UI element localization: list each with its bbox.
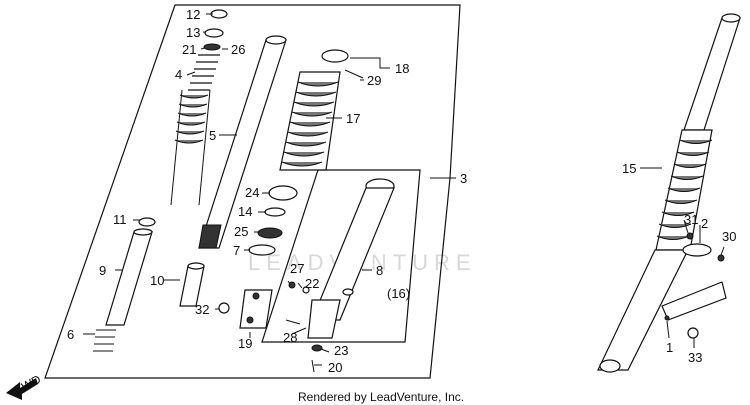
seal-stack — [248, 185, 298, 256]
label-18: 18 — [395, 61, 409, 76]
label-16: (16) — [387, 286, 410, 301]
label-25: 25 — [234, 224, 248, 239]
fwd-label: FWD — [12, 372, 43, 397]
assembled-fork — [597, 13, 741, 373]
fwd-arrow-icon: FWD — [6, 372, 43, 400]
fork-slider — [307, 178, 395, 339]
label-26: 26 — [231, 42, 245, 57]
label-7: 7 — [233, 243, 240, 258]
fork-tube — [198, 35, 287, 249]
label-30: 30 — [722, 229, 736, 244]
label-19: 19 — [238, 336, 252, 351]
label-22: 22 — [305, 276, 319, 291]
leader-lines — [83, 13, 725, 366]
inner-frame — [261, 169, 421, 343]
label-1: 1 — [666, 340, 673, 355]
label-3: 3 — [460, 171, 467, 186]
label-31: 31 — [684, 212, 698, 227]
label-12: 12 — [186, 7, 200, 22]
label-20: 20 — [328, 360, 342, 375]
label-8: 8 — [376, 263, 383, 278]
label-24: 24 — [245, 185, 259, 200]
label-32: 32 — [195, 302, 209, 317]
label-2: 2 — [701, 216, 708, 231]
dust-boot — [279, 71, 341, 171]
label-11: 11 — [113, 212, 127, 227]
label-17: 17 — [346, 111, 360, 126]
label-6: 6 — [67, 327, 74, 342]
label-21: 21 — [182, 42, 196, 57]
small-hardware — [285, 281, 323, 373]
label-28: 28 — [283, 330, 297, 345]
label-33: 33 — [688, 350, 702, 365]
label-14: 14 — [238, 204, 252, 219]
label-13: 13 — [186, 25, 200, 40]
label-9: 9 — [99, 263, 106, 278]
spacer-tube — [179, 262, 205, 307]
damper-rod — [93, 217, 156, 352]
label-4: 4 — [175, 67, 182, 82]
label-10: 10 — [150, 273, 164, 288]
boot-clamp — [321, 49, 364, 79]
part-labels: 12 13 21 26 4 5 3 18 29 17 24 14 25 7 11… — [67, 7, 736, 375]
label-29: 29 — [367, 73, 381, 88]
label-23: 23 — [334, 343, 348, 358]
label-5: 5 — [209, 128, 216, 143]
caption: Rendered by LeadVenture, Inc. — [298, 390, 464, 404]
axle-holder — [218, 289, 273, 329]
assembly-frame — [44, 4, 461, 379]
label-27: 27 — [290, 261, 304, 276]
label-15: 15 — [622, 161, 636, 176]
spring-stack — [170, 9, 228, 206]
